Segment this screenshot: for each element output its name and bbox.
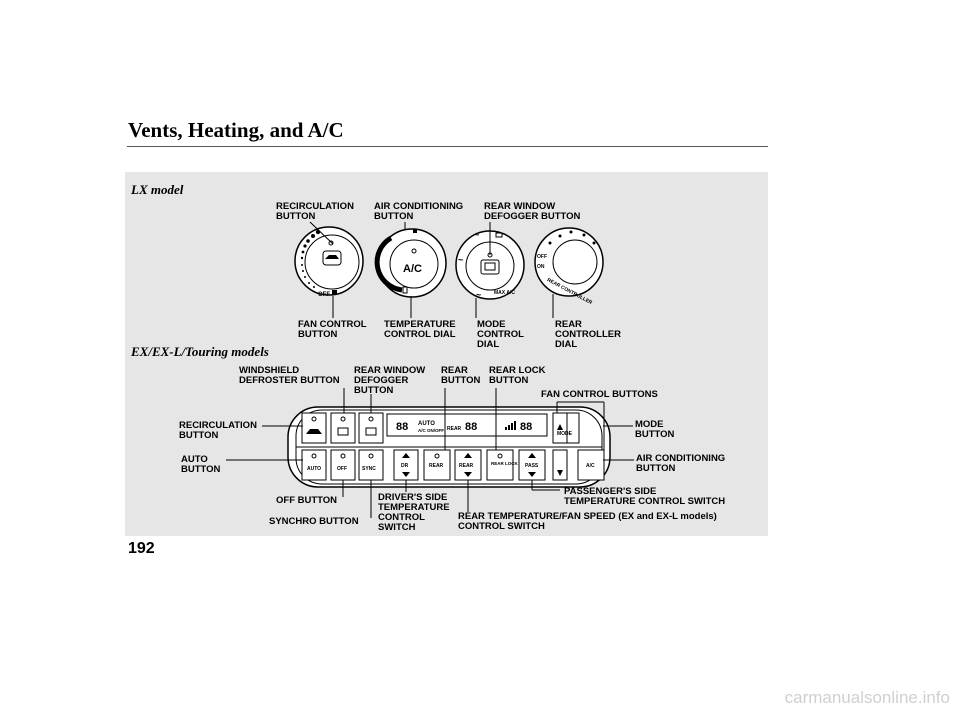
label-ex-rear-window-defogger: REAR WINDOW DEFOGGER BUTTON <box>354 365 426 396</box>
label-temperature-control-dial: TEMPERATURE CONTROL DIAL <box>384 319 456 340</box>
display-temp-right: 88 <box>520 421 532 433</box>
label-recirculation-button: RECIRCULATION BUTTON <box>276 201 354 222</box>
lx-model-heading: LX model <box>131 182 184 197</box>
label-rear-window-defogger-button: REAR WINDOW DEFOGGER BUTTON <box>484 201 581 222</box>
panel-rear-temp-text: REAR <box>459 463 474 469</box>
svg-text:~: ~ <box>476 290 481 300</box>
label-mode-control-dial: MODE CONTROL DIAL <box>477 319 524 350</box>
label-fan-control-buttons: FAN CONTROL BUTTONS <box>541 389 658 400</box>
panel-sync-text: SYNC <box>362 466 376 472</box>
label-off-button: OFF BUTTON <box>276 495 338 506</box>
label-mode-button: MODE BUTTON <box>635 419 675 440</box>
label-drivers-side-temp: DRIVER'S SIDE TEMPERATURE CONTROL SWITCH <box>378 492 450 533</box>
label-fan-control-button: FAN CONTROL BUTTON <box>298 319 367 340</box>
label-rear-controller-dial: REAR CONTROLLER DIAL <box>555 319 621 350</box>
display-ac-onoff: A/C ON/OFF <box>418 428 444 433</box>
display-auto: AUTO <box>418 421 435 427</box>
fan-off-text: OFF <box>318 292 330 298</box>
fan-control-dial: OFF <box>294 226 364 298</box>
panel-mode-text: MODE <box>557 431 573 437</box>
label-auto-button: AUTO BUTTON <box>181 454 221 475</box>
panel-off-text: OFF <box>337 466 347 472</box>
mode-dial: ~ ~ ~ MAX A/C <box>455 230 525 300</box>
panel-pass-text: PASS <box>525 463 539 469</box>
temperature-dial: A/C <box>374 228 447 298</box>
label-windshield-defroster: WINDSHIELD DEFROSTER BUTTON <box>239 365 340 386</box>
label-synchro-button: SYNCHRO BUTTON <box>269 516 359 527</box>
rear-on-text: ON <box>537 264 545 270</box>
max-ac-text: MAX A/C <box>494 290 515 296</box>
panel-rear-text: REAR <box>429 463 444 469</box>
rear-off-text: OFF <box>537 254 547 260</box>
climate-control-panel: 88 AUTO A/C ON/OFF REAR 88 88 MODE <box>287 406 611 488</box>
ex-models-heading: EX/EX-L/Touring models <box>131 344 269 359</box>
label-air-conditioning-button: AIR CONDITIONING BUTTON <box>374 201 464 222</box>
display-temp-left: 88 <box>396 421 408 433</box>
display-rear: REAR <box>447 426 462 432</box>
rear-controller-dial: OFF ON REAR CONTROLLER <box>534 227 604 306</box>
ac-dial-text: A/C <box>403 263 422 275</box>
label-ex-air-conditioning: AIR CONDITIONING BUTTON <box>636 453 726 474</box>
label-rear-lock-button: REAR LOCK BUTTON <box>489 365 546 386</box>
panel-dr-text: DR <box>401 463 409 469</box>
display-temp-mid: 88 <box>465 421 477 433</box>
panel-ac-text: A/C <box>586 463 595 469</box>
svg-text:~: ~ <box>458 255 463 265</box>
label-ex-recirculation: RECIRCULATION BUTTON <box>179 420 257 441</box>
page-number: 192 <box>128 540 155 557</box>
svg-text:~: ~ <box>474 230 479 240</box>
title-rule <box>127 146 768 147</box>
label-rear-button: REAR BUTTON <box>441 365 481 386</box>
label-rear-temp-fan-speed: REAR TEMPERATURE/FAN SPEED (EX and EX-L … <box>458 511 717 532</box>
page-title: Vents, Heating, and A/C <box>128 118 344 142</box>
panel-auto-text: AUTO <box>307 466 321 472</box>
label-passengers-side-temp: PASSENGER'S SIDE TEMPERATURE CONTROL SWI… <box>564 486 726 507</box>
panel-rear-lock-text: REAR LOCK <box>491 461 518 466</box>
watermark: carmanualsonline.info <box>784 688 950 707</box>
